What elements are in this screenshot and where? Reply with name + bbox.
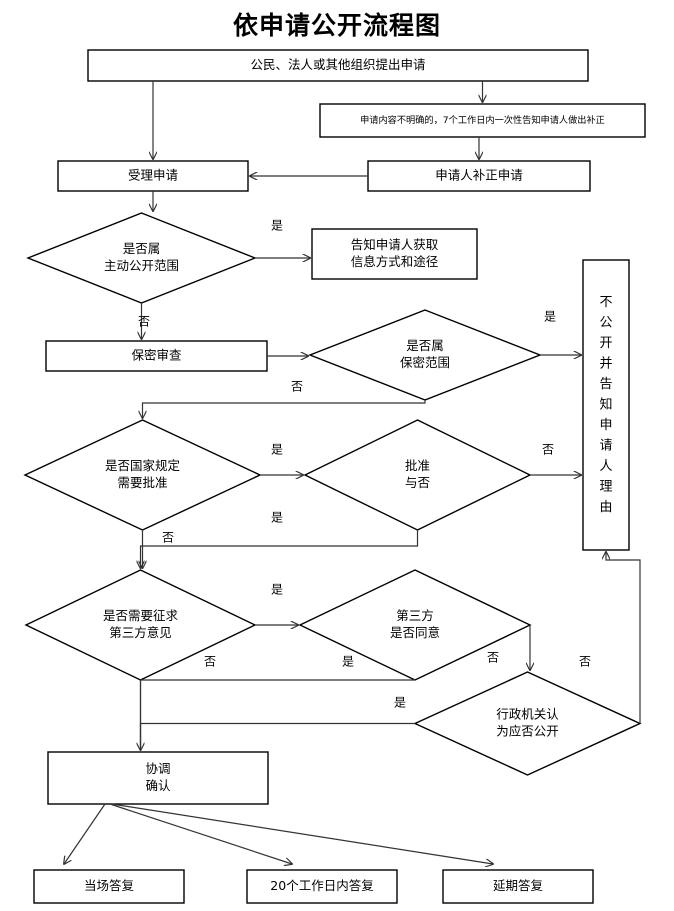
box-reply-now: [33, 869, 185, 904]
edge-label: 是: [271, 219, 283, 233]
edge-label: 否: [579, 655, 591, 669]
node-label-reply-delay: 延期答复: [493, 878, 544, 893]
node-label-no-disclose: 理: [599, 480, 612, 495]
node-label-apply: 公民、法人或其他组织提出申请: [250, 57, 425, 72]
box-reply-20: [246, 869, 398, 904]
node-label-agency-judge: 为应否公开: [496, 724, 559, 739]
edge-label: 否: [542, 443, 554, 457]
box-inform-way: [311, 228, 478, 280]
node-label-coordinate: 协调: [145, 761, 170, 776]
edge-label: 是: [544, 310, 556, 324]
node-label-is-proactive: 主动公开范围: [104, 258, 179, 273]
node-label-need-approve: 是否国家规定: [105, 458, 180, 473]
edge-label: 否: [138, 315, 150, 329]
node-label-approve-yn: 批准: [405, 458, 430, 473]
connector-coordinate-reply20: [109, 803, 292, 864]
connector-coordinate-replydelay: [111, 803, 493, 864]
node-label-need-third: 是否需要征求: [103, 608, 179, 623]
node-label-need-third: 第三方意见: [109, 625, 172, 640]
node-label-third-agree: 是否同意: [390, 625, 440, 640]
node-label-no-disclose: 告: [599, 377, 612, 392]
connector-approve-needthird: [141, 530, 419, 568]
node-label-no-disclose: 由: [599, 500, 612, 515]
edge-label: 是: [394, 696, 406, 710]
node-label-no-disclose: 申: [599, 418, 612, 433]
connector-agencyjudge-nodisclose: [606, 552, 641, 724]
connector-agencyjudge-coordinate: [139, 722, 415, 750]
node-label-reply-now: 当场答复: [84, 878, 135, 893]
box-reply-delay: [442, 869, 594, 904]
node-label-inform-way: 信息方式和途径: [351, 254, 439, 269]
node-label-is-proactive: 是否属: [123, 241, 161, 256]
edge-label: 是: [342, 655, 354, 669]
node-label-no-disclose: 人: [599, 459, 612, 474]
node-label-no-disclose: 请: [599, 439, 612, 454]
node-label-no-disclose: 并: [599, 357, 612, 372]
box-apply: [87, 49, 589, 82]
edge-label: 是: [271, 511, 283, 525]
edge-label: 否: [291, 380, 303, 394]
connector-issecret-needapprove: [143, 400, 426, 418]
box-unclear: [319, 103, 646, 138]
edge-label: 是: [271, 583, 283, 597]
edge-labels-layer: 是否是否是是否否是否是否否是: [138, 219, 591, 710]
node-label-is-secret: 保密范围: [400, 355, 450, 370]
node-label-no-disclose: 开: [599, 336, 612, 351]
page-title: 依申请公开流程图: [232, 11, 441, 40]
node-texts-layer: 公民、法人或其他组织提出申请申请内容不明确的，7个工作日内一次性告知申请人做出补…: [84, 57, 613, 893]
node-label-approve-yn: 与否: [405, 475, 430, 490]
node-label-accept: 受理申请: [128, 168, 178, 183]
edge-label: 否: [487, 651, 499, 665]
connector-coordinate-replynow: [64, 803, 106, 864]
node-label-supplement: 申请人补正申请: [435, 168, 523, 183]
node-label-is-secret: 是否属: [406, 338, 444, 353]
node-label-no-disclose: 公: [599, 316, 612, 331]
node-label-coordinate: 确认: [145, 778, 171, 793]
node-label-need-approve: 需要批准: [117, 475, 167, 490]
node-label-secrecy-rev: 保密审查: [131, 348, 182, 363]
node-label-no-disclose: 不: [599, 295, 612, 310]
node-label-reply-20: 20个工作日内答复: [270, 878, 374, 893]
edge-label: 是: [271, 443, 283, 457]
node-label-agency-judge: 行政机关认: [496, 707, 559, 722]
connector-thirdagree-coordinate: [139, 679, 415, 750]
connectors-layer: [64, 81, 641, 864]
decision-agency-judge: [413, 671, 642, 776]
node-label-unclear: 申请内容不明确的，7个工作日内一次性告知申请人做出补正: [360, 114, 605, 126]
edge-label: 否: [162, 531, 174, 545]
node-label-third-agree: 第三方: [396, 608, 434, 623]
edge-label: 否: [204, 655, 216, 669]
node-label-no-disclose: 知: [599, 397, 612, 413]
box-no-disclose: [582, 259, 630, 551]
box-coordinate: [47, 751, 269, 805]
node-label-inform-way: 告知申请人获取: [351, 237, 439, 252]
